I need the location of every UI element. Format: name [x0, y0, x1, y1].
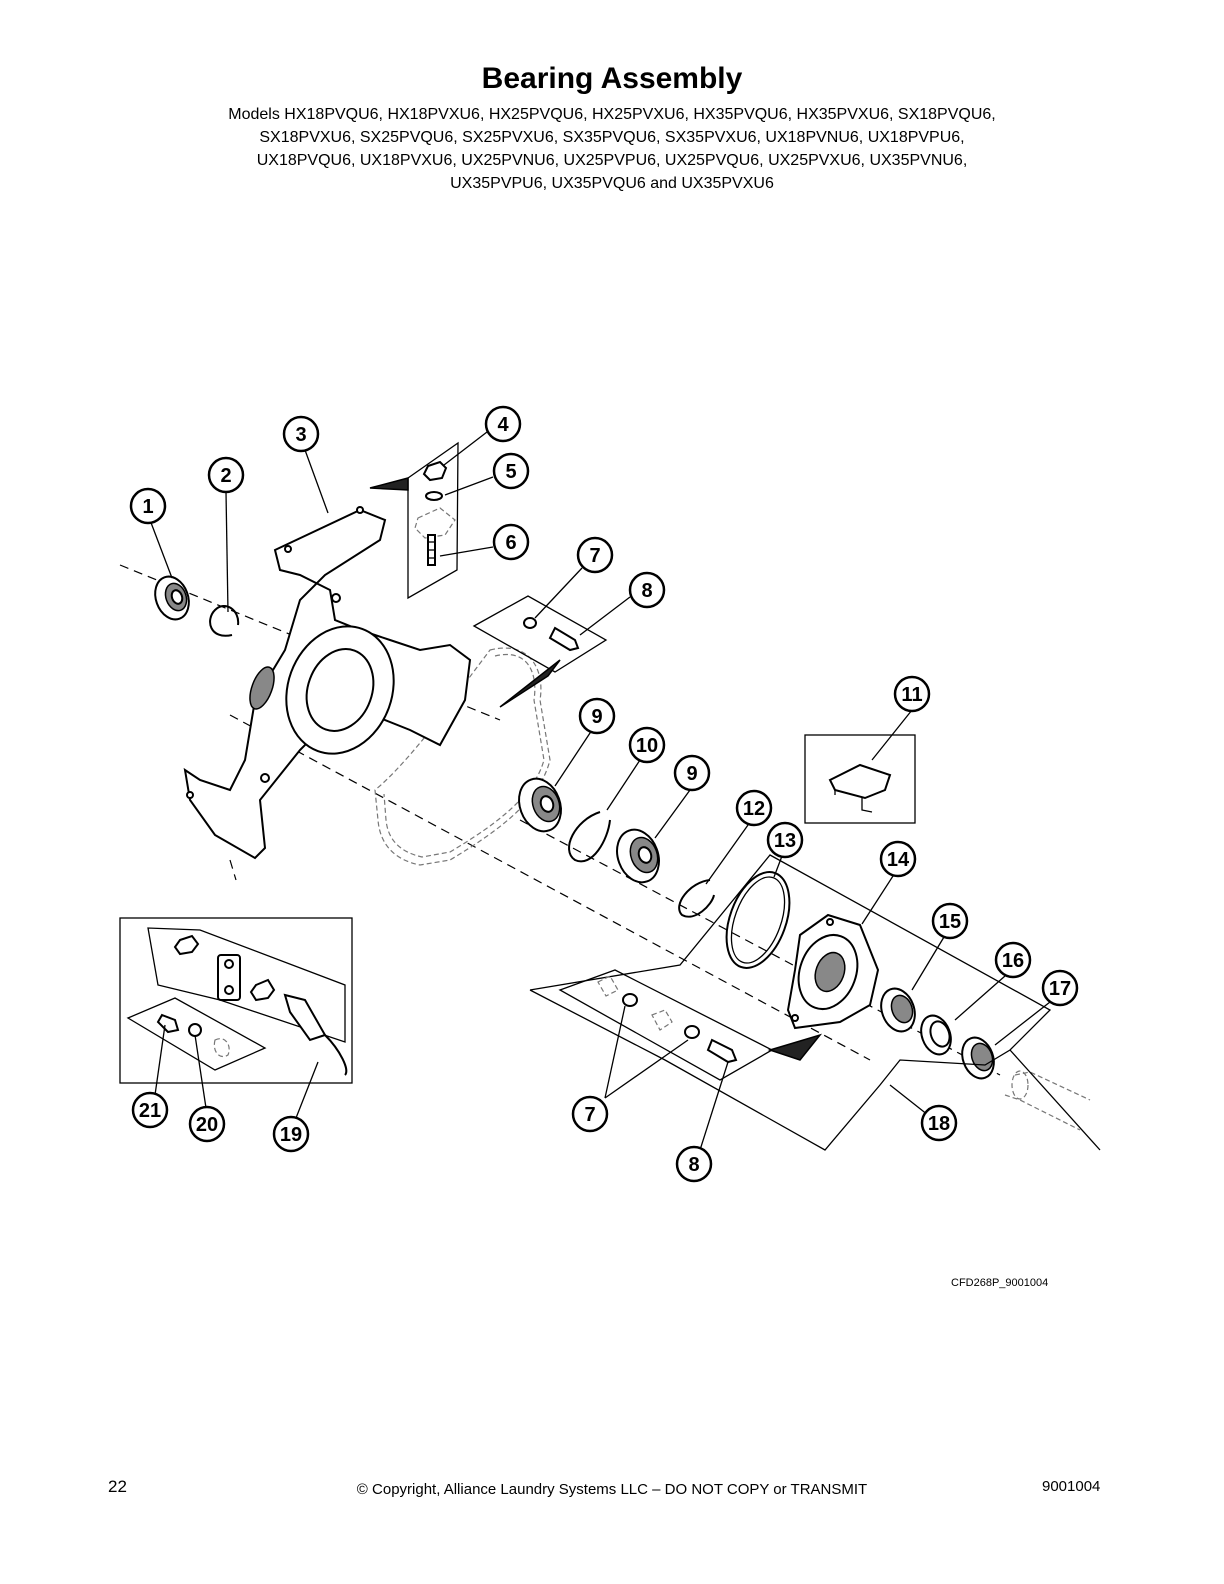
- svg-text:3: 3: [295, 424, 306, 446]
- svg-text:6: 6: [505, 532, 516, 554]
- callout: 15: [931, 902, 969, 940]
- seal-part-17: [961, 1036, 995, 1080]
- bearing-part-1: [154, 575, 190, 621]
- snap-ring-part-10: [568, 811, 611, 863]
- callout: 1: [129, 487, 167, 525]
- callout: 10: [628, 726, 666, 764]
- callout: 12: [735, 789, 773, 827]
- callout: 8: [628, 571, 666, 609]
- callout: 9: [578, 697, 616, 735]
- models-line: SX18PVXU6, SX25PVQU6, SX25PVXU6, SX35PVQ…: [259, 129, 965, 146]
- svg-text:7: 7: [589, 545, 600, 567]
- svg-text:19: 19: [280, 1124, 302, 1146]
- svg-text:8: 8: [641, 580, 652, 602]
- callout: 20: [188, 1105, 226, 1143]
- callout: 11: [893, 675, 931, 713]
- bearing-flange-part-14: [786, 913, 880, 1030]
- callout: 18: [920, 1104, 958, 1142]
- callout: 4: [484, 405, 522, 443]
- bearing-part-9b: [616, 828, 660, 884]
- bearing-part-9a: [518, 777, 562, 833]
- svg-text:21: 21: [139, 1100, 161, 1122]
- callout: 8: [675, 1145, 713, 1183]
- inset-clip-part-11: [804, 734, 916, 824]
- svg-text:13: 13: [774, 830, 796, 852]
- callout: 19: [272, 1115, 310, 1153]
- svg-text:17: 17: [1049, 978, 1071, 1000]
- callout: 7: [571, 1095, 609, 1133]
- seal-part-15: [880, 987, 916, 1033]
- svg-text:9: 9: [591, 706, 602, 728]
- callouts: 1 2 3 4 5 6 7 8 9 10 9 11 12 13 14 15 16…: [129, 405, 1079, 1183]
- inset-sensor-mount: [119, 917, 353, 1084]
- svg-text:2: 2: [220, 465, 231, 487]
- callout: 16: [994, 941, 1032, 979]
- o-ring-part-13: [725, 871, 791, 969]
- callout: 21: [131, 1091, 169, 1129]
- models-list: Models HX18PVQU6, HX18PVXU6, HX25PVQU6, …: [150, 103, 1074, 195]
- svg-text:7: 7: [584, 1104, 595, 1126]
- svg-text:9: 9: [686, 763, 697, 785]
- callout: 9: [673, 754, 711, 792]
- callout: 14: [879, 840, 917, 878]
- svg-text:14: 14: [887, 849, 910, 871]
- panel-outline-part-18: [529, 854, 1101, 1151]
- callout: 13: [766, 821, 804, 859]
- models-line: UX35PVPU6, UX35PVQU6 and UX35PVXU6: [450, 175, 774, 192]
- diagram-code: CFD268P_9001004: [951, 1277, 1049, 1289]
- shaft-outline: [1004, 1070, 1091, 1131]
- copyright-notice: © Copyright, Alliance Laundry Systems LL…: [356, 1481, 868, 1498]
- models-line: Models HX18PVQU6, HX18PVXU6, HX25PVQU6, …: [228, 106, 996, 123]
- inset-washer-bolt-top: [472, 595, 608, 708]
- models-line: UX18PVQU6, UX18PVXU6, UX25PVNU6, UX25PVP…: [256, 152, 968, 169]
- svg-text:8: 8: [688, 1154, 699, 1176]
- svg-text:15: 15: [939, 911, 961, 933]
- svg-text:5: 5: [505, 461, 516, 483]
- svg-text:10: 10: [636, 735, 658, 757]
- svg-text:20: 20: [196, 1114, 218, 1136]
- callout: 5: [492, 452, 530, 490]
- callout: 17: [1041, 969, 1079, 1007]
- callout: 7: [576, 536, 614, 574]
- svg-text:16: 16: [1002, 950, 1024, 972]
- leader-lines: [149, 431, 1051, 1151]
- svg-text:4: 4: [497, 414, 509, 436]
- svg-text:12: 12: [743, 798, 765, 820]
- inset-fastener-stud: [369, 441, 459, 600]
- snap-ring-part-12: [678, 879, 715, 918]
- callout: 2: [207, 456, 245, 494]
- svg-text:1: 1: [142, 496, 153, 518]
- page-number: 22: [108, 1477, 127, 1496]
- callout: 6: [492, 523, 530, 561]
- callout: 3: [282, 415, 320, 453]
- svg-text:18: 18: [928, 1113, 950, 1135]
- svg-text:11: 11: [901, 684, 922, 706]
- document-number: 9001004: [1042, 1478, 1101, 1495]
- seal-part-16: [920, 1014, 952, 1056]
- bearing-housing-spider: [183, 506, 472, 881]
- snap-ring-part-2: [209, 605, 240, 637]
- page-title: Bearing Assembly: [481, 62, 743, 95]
